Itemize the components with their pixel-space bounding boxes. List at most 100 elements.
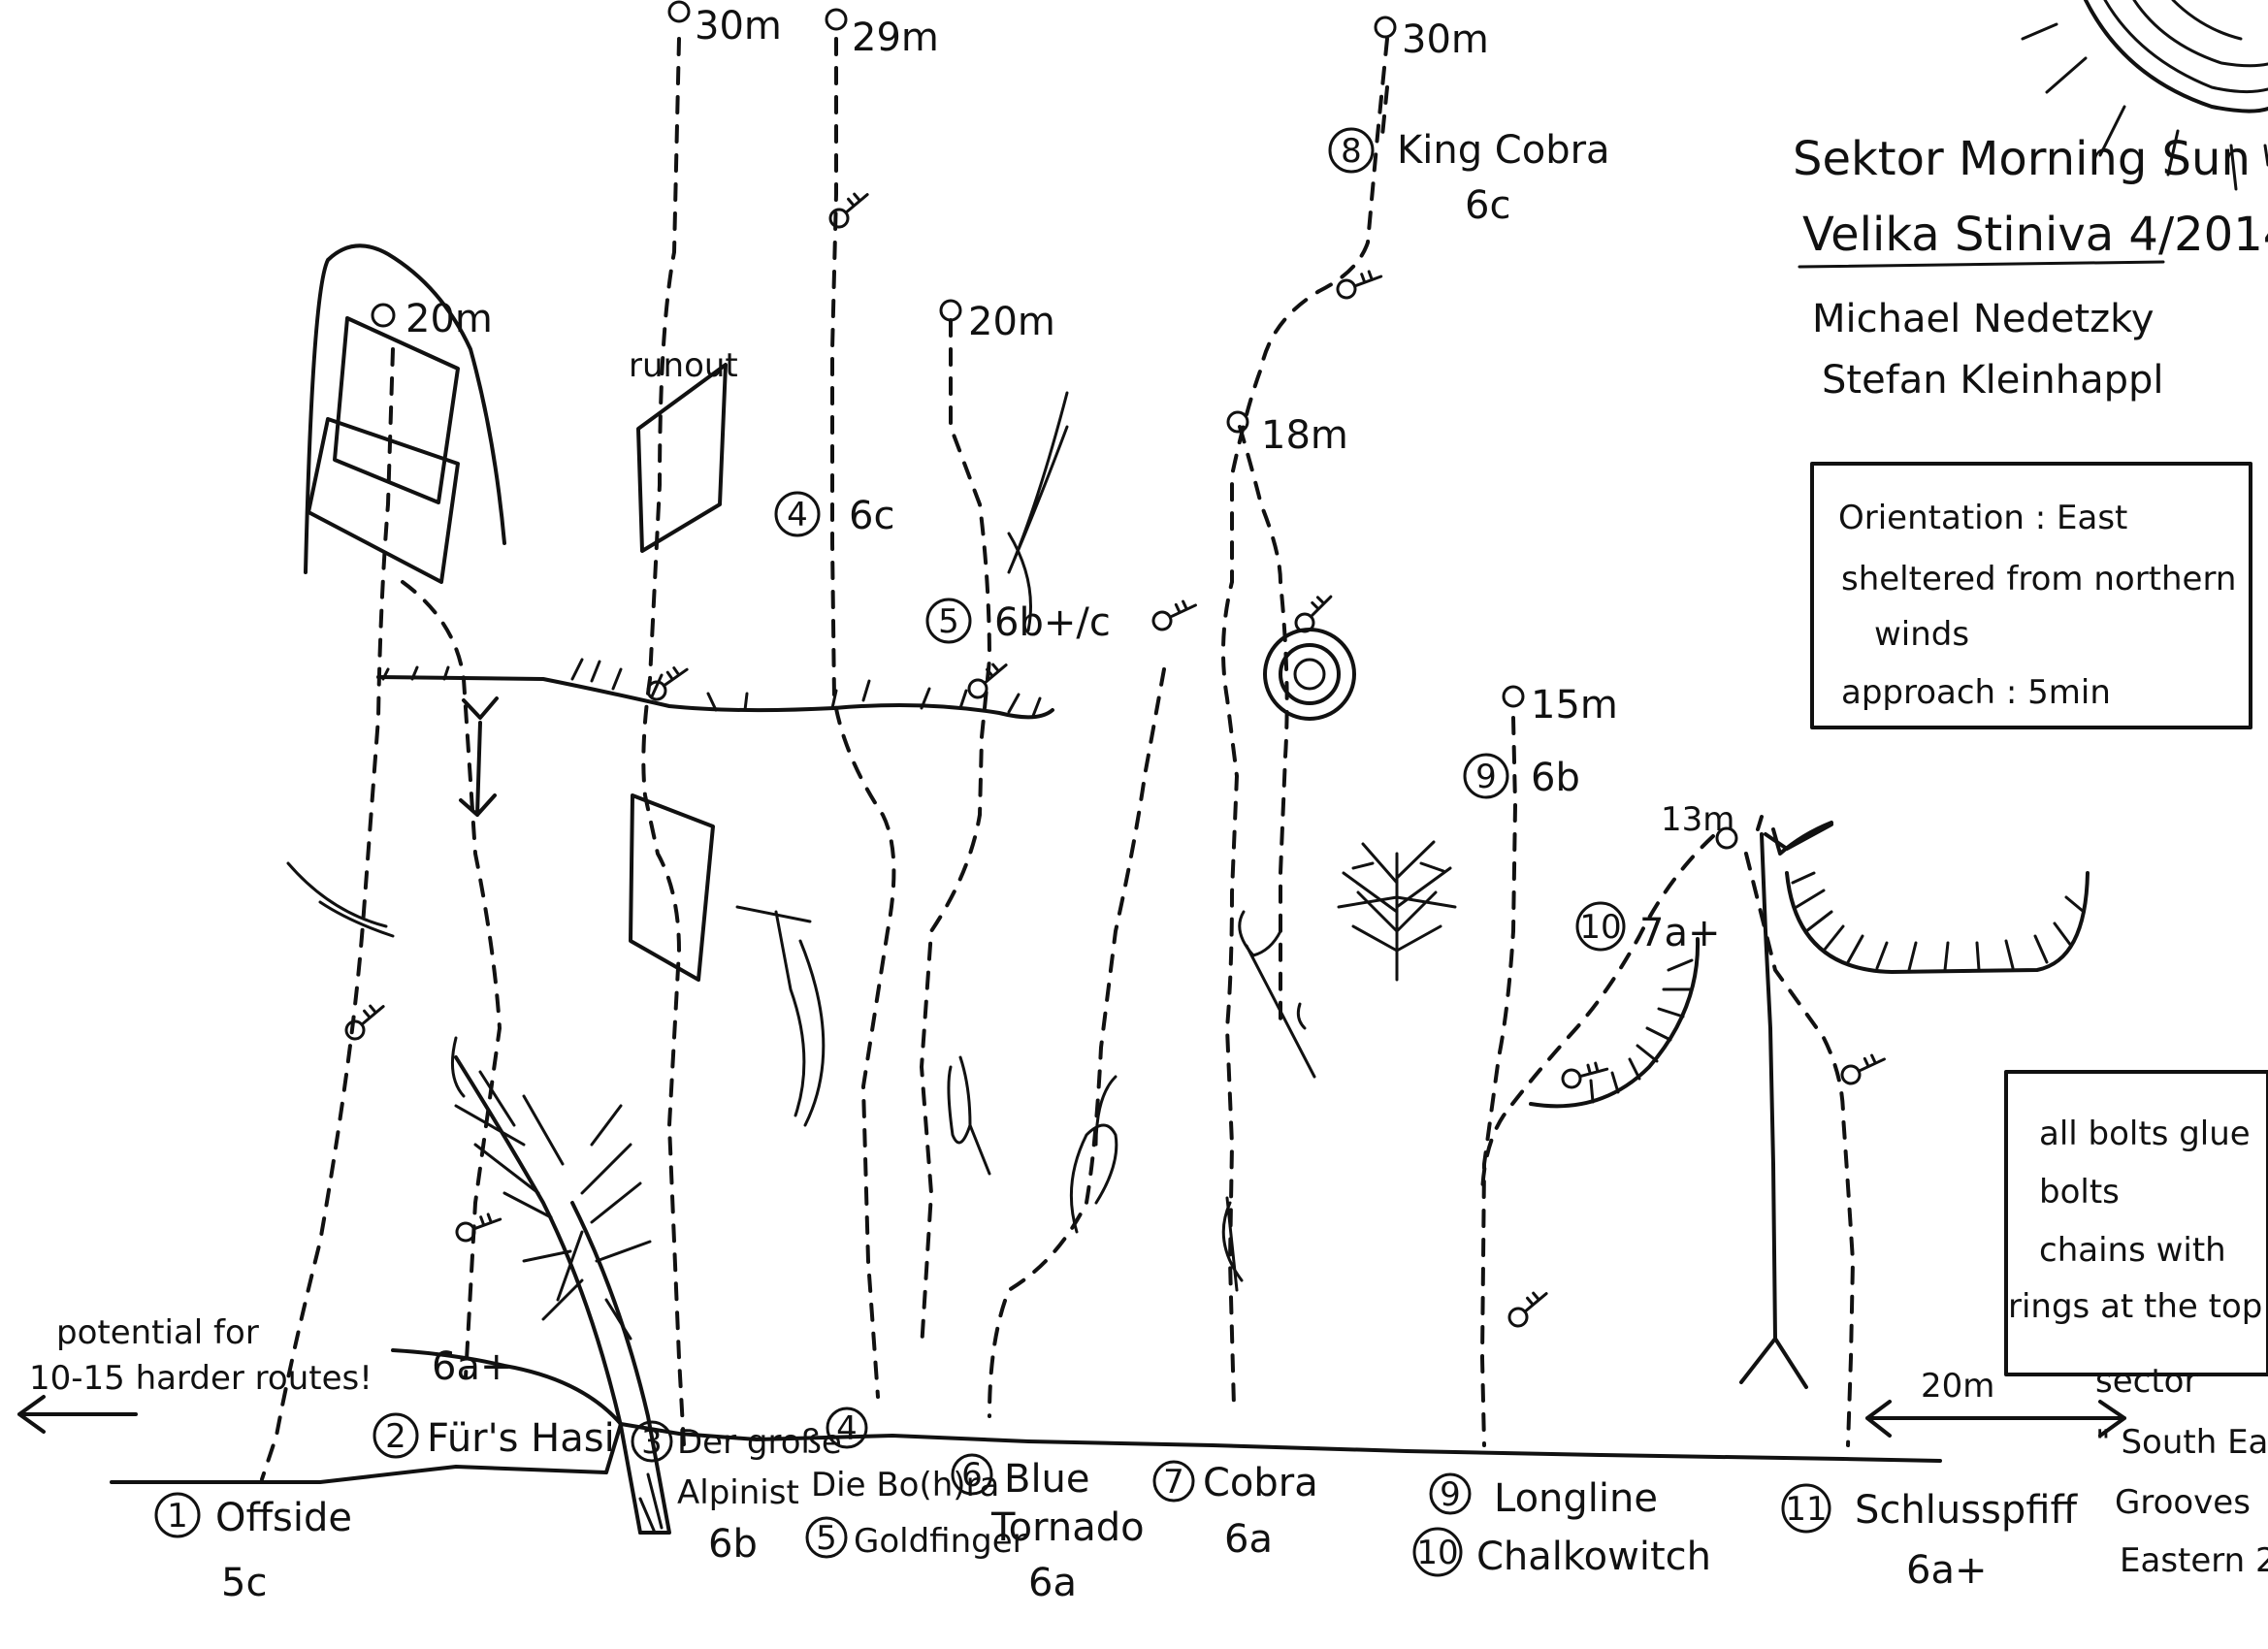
svg-text:5: 5 <box>816 1519 837 1558</box>
sun-icon <box>2021 0 2268 191</box>
route-lines <box>260 37 1856 1481</box>
potential-note-2: 10-15 harder routes! <box>29 1359 373 1398</box>
next-sector-4: Eastern 2014" <box>2120 1541 2268 1580</box>
anchor-20m-a <box>371 303 396 328</box>
route-2-arrow <box>459 696 499 817</box>
info-orientation: Orientation : East <box>1838 499 2127 537</box>
wall-label-4: 4 6c <box>774 491 894 538</box>
svg-text:8: 8 <box>1341 132 1362 171</box>
info-sheltered: sheltered from northern <box>1841 560 2236 598</box>
anchor-13m <box>1715 826 1738 850</box>
info-approach: approach : 5min <box>1841 673 2111 712</box>
slab-runout-lower <box>629 793 715 982</box>
svg-text:Tornado: Tornado <box>990 1505 1145 1550</box>
anchor-height-label: 30m <box>695 4 782 48</box>
svg-text:Cobra: Cobra <box>1203 1461 1318 1505</box>
next-sector-3: Grooves <box>2115 1483 2251 1522</box>
svg-text:Schlusspfiff: Schlusspfiff <box>1855 1488 2078 1533</box>
svg-text:Die Bo(h)ra: Die Bo(h)ra <box>811 1466 999 1504</box>
route-label-4: 4 Die Bo(h)ra <box>811 1406 999 1504</box>
bolt-icons <box>344 192 1886 1328</box>
svg-text:7: 7 <box>1163 1463 1184 1502</box>
svg-text:6a+: 6a+ <box>1906 1548 1987 1593</box>
svg-text:4: 4 <box>787 496 808 534</box>
route-label-9: 9 Longline <box>1429 1472 1658 1521</box>
route-label-5: 5 Goldfinger <box>805 1516 1026 1561</box>
svg-text:9: 9 <box>1475 758 1497 796</box>
target-feature <box>1263 628 1356 721</box>
svg-text:6a: 6a <box>1224 1517 1273 1562</box>
crack-feature <box>1238 910 1282 957</box>
route-label-6: 6 Blue Tornado 6a <box>951 1453 1145 1605</box>
potential-note-1: potential for <box>56 1313 259 1352</box>
anchor-height-label: 29m <box>852 16 939 60</box>
svg-text:10: 10 <box>1416 1534 1458 1572</box>
svg-text:6a: 6a <box>1028 1561 1077 1605</box>
ground-line <box>110 1422 1942 1484</box>
anchor-20m-b <box>939 299 962 322</box>
next-sector-1: sector <box>2095 1362 2197 1401</box>
author-2: Stefan Kleinhappl <box>1822 358 2164 403</box>
crag-title: Velika Stiniva 4/2014 <box>1802 208 2268 262</box>
boulder <box>391 1348 623 1426</box>
route-label-10: 10 Chalkowitch <box>1412 1527 1711 1579</box>
wall-label-9: 9 6b <box>1463 753 1580 800</box>
anchor-height-label: 13m <box>1661 800 1734 839</box>
svg-text:King Cobra: King Cobra <box>1397 128 1610 173</box>
route-label-3: 3 Der große Alpinist 6b <box>631 1420 842 1567</box>
svg-text:6c: 6c <box>849 494 894 538</box>
svg-text:6b: 6b <box>1531 756 1580 800</box>
anchor-height-label: 20m <box>405 297 493 341</box>
crack-feature <box>1221 944 1316 1292</box>
svg-text:1: 1 <box>167 1497 188 1536</box>
info-winds: winds <box>1874 615 1969 654</box>
slab-runout-upper <box>636 363 728 553</box>
anchor-height-label: 15m <box>1531 683 1618 728</box>
distance-label: 20m <box>1921 1367 1994 1406</box>
wall-label-5: 5 6b+/c <box>925 598 1111 645</box>
pillar-outline <box>304 243 506 584</box>
crack-feature <box>947 1055 991 1176</box>
bolts-line-3: chains with <box>2039 1231 2226 1270</box>
anchor-height-label: 30m <box>1402 17 1489 62</box>
wall-label-8: 8 King Cobra 6c <box>1328 127 1610 228</box>
svg-text:5: 5 <box>938 602 959 641</box>
svg-text:Chalkowitch: Chalkowitch <box>1476 1535 1711 1579</box>
cave-outline <box>1771 821 2090 974</box>
bush-right <box>1337 840 1457 982</box>
bolts-line-4: rings at the top <box>2008 1287 2262 1326</box>
bolts-line-2: bolts <box>2039 1173 2120 1212</box>
svg-text:5c: 5c <box>221 1561 267 1605</box>
author-1: Michael Nedetzky <box>1812 297 2155 341</box>
svg-text:6b+/c: 6b+/c <box>994 600 1111 645</box>
left-arrow-icon <box>17 1395 138 1434</box>
svg-text:Alpinist: Alpinist <box>677 1473 799 1512</box>
svg-text:6a+: 6a+ <box>432 1344 512 1389</box>
svg-text:2: 2 <box>385 1417 406 1456</box>
svg-text:Offside: Offside <box>215 1496 352 1540</box>
route-label-11: 11 Schlusspfiff 6a+ <box>1781 1483 2078 1593</box>
svg-text:6c: 6c <box>1465 183 1510 228</box>
title-underline <box>1798 260 2165 269</box>
svg-text:Blue: Blue <box>1004 1457 1090 1502</box>
bolts-box <box>2004 1070 2268 1376</box>
info-box <box>1810 462 2252 729</box>
route-label-1: 1 Offside 5c <box>154 1492 352 1605</box>
svg-text:4: 4 <box>836 1409 858 1448</box>
svg-text:Goldfinger: Goldfinger <box>854 1522 1026 1561</box>
overhang-10 <box>1529 937 1701 1109</box>
svg-text:Longline: Longline <box>1494 1476 1658 1521</box>
anchor-height-label: 20m <box>968 300 1055 344</box>
svg-text:6: 6 <box>961 1456 983 1495</box>
crack-feature <box>1007 391 1069 632</box>
crack-feature <box>286 861 395 938</box>
route-label-2: 2 6a+ Für's Hasi <box>373 1344 615 1461</box>
anchor-29m <box>825 8 848 31</box>
sector-title: Sektor Morning Sun <box>1793 132 2251 186</box>
anchor-30m-a <box>667 0 691 23</box>
route-11-fork-bottom <box>1739 1337 1808 1389</box>
overhang-10-hatch <box>1589 958 1694 1104</box>
crack-feature <box>735 905 826 1127</box>
anchor-15m <box>1502 685 1525 708</box>
